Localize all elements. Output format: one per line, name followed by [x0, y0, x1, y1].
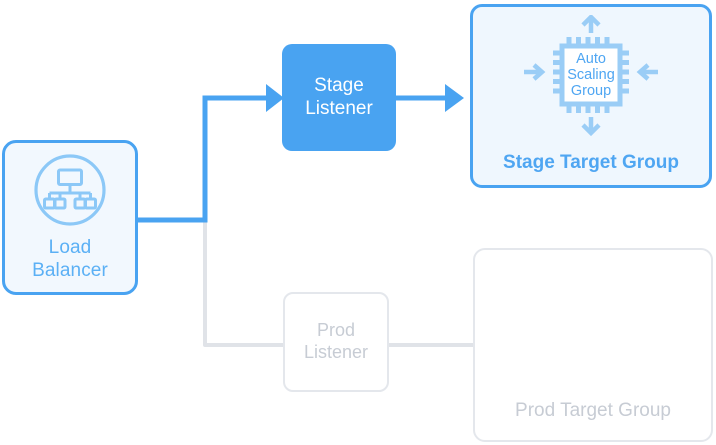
- connector-load-balancer-to-prod-listener: [203, 218, 285, 347]
- load-balancer-label-line2: Balancer: [32, 259, 108, 281]
- asg-chip-line1: Auto: [576, 51, 606, 67]
- stage-listener-label: Stage Listener: [305, 75, 373, 121]
- arrowhead-to-stage-target-group: [445, 84, 464, 112]
- arrowhead-to-stage-listener: [266, 84, 284, 112]
- node-prod-target-group[interactable]: Prod Target Group: [473, 248, 713, 442]
- prod-listener-label-line2: Listener: [303, 342, 369, 362]
- svg-text:Group: Group: [571, 83, 611, 99]
- stage-target-group-label: Stage Target Group: [503, 152, 679, 173]
- node-stage-target-group[interactable]: Auto Scaling Group: [470, 4, 712, 188]
- node-stage-listener[interactable]: Stage Listener: [282, 44, 396, 151]
- svg-text:Scaling: Scaling: [567, 67, 615, 83]
- stage-listener-label-line2: Listener: [305, 97, 373, 119]
- prod-listener-label: Prod Listener: [304, 320, 368, 363]
- load-balancer-label-line1: Load: [48, 237, 92, 259]
- stage-listener-label-line1: Stage: [314, 74, 364, 96]
- prod-listener-label-line1: Prod: [316, 320, 355, 341]
- node-prod-listener[interactable]: Prod Listener: [283, 292, 389, 392]
- node-load-balancer[interactable]: Load Balancer: [2, 140, 138, 295]
- auto-scaling-group-chip-icon: Auto Scaling Group: [516, 15, 666, 150]
- load-balancer-label: Load Balancer: [32, 237, 108, 282]
- connector-load-balancer-to-stage-listener: [137, 95, 268, 223]
- load-balancer-hierarchy-icon: [33, 153, 107, 227]
- prod-target-group-label: Prod Target Group: [515, 400, 671, 421]
